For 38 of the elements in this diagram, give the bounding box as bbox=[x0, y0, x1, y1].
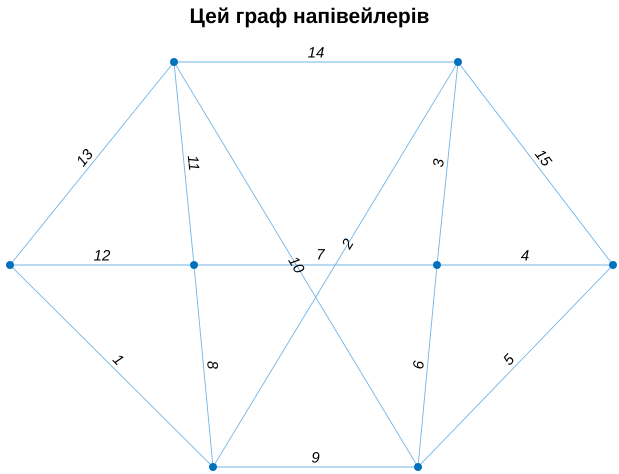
graph-vertex bbox=[433, 261, 441, 269]
graph-vertex bbox=[609, 261, 617, 269]
graph-edge bbox=[420, 267, 611, 465]
edge-label: 5 bbox=[500, 352, 518, 368]
graph-edge bbox=[14, 264, 190, 266]
graph-edge bbox=[436, 66, 458, 262]
edge-label: 6 bbox=[410, 360, 426, 370]
graph-vertex bbox=[190, 261, 198, 269]
edge-label: 12 bbox=[94, 248, 110, 264]
graph-edge bbox=[12, 64, 172, 262]
chart-title: Цей граф напівейлерів bbox=[190, 4, 430, 30]
graph-edge bbox=[216, 466, 414, 468]
graph-vertex bbox=[414, 463, 422, 471]
graph-edge bbox=[418, 268, 438, 464]
edge-label: 13 bbox=[74, 146, 96, 170]
graph-edge bbox=[174, 66, 194, 262]
graph-edge bbox=[176, 64, 416, 464]
edge-label: 15 bbox=[532, 146, 554, 170]
graph-edge bbox=[12, 267, 211, 465]
graph-edge bbox=[440, 264, 610, 266]
edge-label: 3 bbox=[430, 158, 446, 168]
graph-edge bbox=[214, 64, 456, 464]
graph-edge bbox=[460, 64, 612, 262]
graph-vertex bbox=[209, 463, 217, 471]
edge-label: 1 bbox=[110, 351, 126, 368]
graph-vertex bbox=[170, 58, 178, 66]
graph-vertex bbox=[6, 261, 14, 269]
edge-label: 11 bbox=[184, 154, 202, 172]
edge-label: 4 bbox=[520, 248, 530, 264]
graph-vertex bbox=[454, 58, 462, 66]
edge-label: 9 bbox=[311, 450, 320, 466]
graph-edge bbox=[198, 264, 434, 266]
edge-label: 10 bbox=[285, 253, 307, 276]
graph-edge bbox=[194, 268, 214, 464]
edge-label: 7 bbox=[316, 248, 325, 262]
edge-label: 8 bbox=[204, 360, 220, 370]
edge-label: 14 bbox=[308, 46, 324, 60]
edge-label: 2 bbox=[339, 236, 356, 252]
